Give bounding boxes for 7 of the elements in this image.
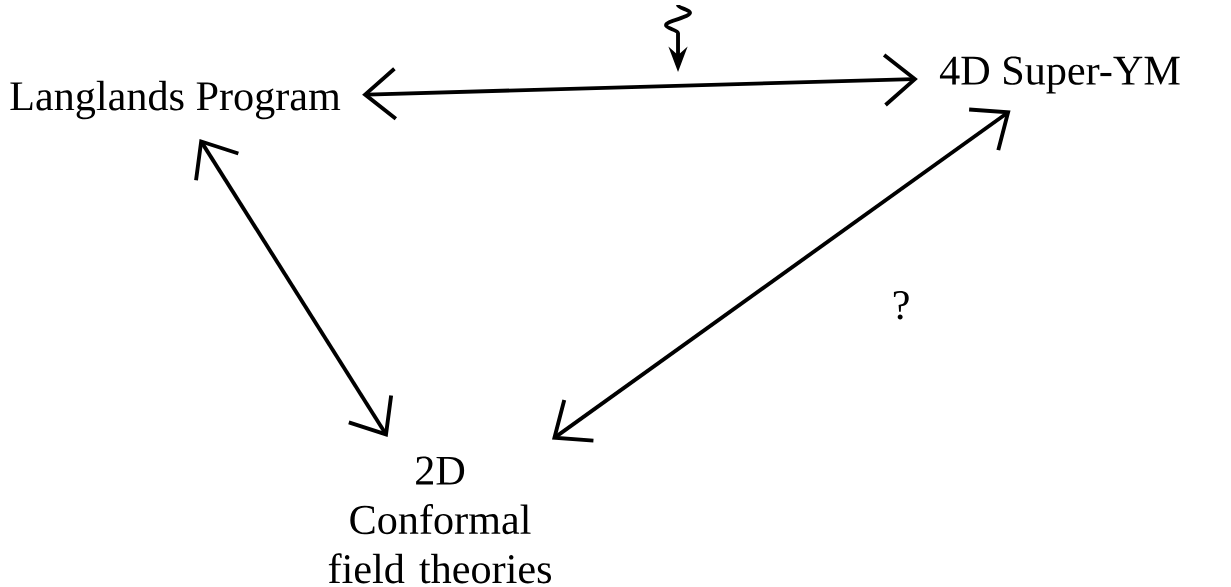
text-label: 2D Conformal field theories bbox=[328, 456, 551, 584]
arrow bbox=[194, 138, 394, 437]
text-label: Langlands Program bbox=[10, 80, 341, 120]
text-label: 4D Super-YM bbox=[939, 56, 1180, 94]
edge-label: ? bbox=[884, 283, 918, 327]
arrow bbox=[552, 107, 1011, 443]
arrow bbox=[362, 53, 918, 121]
